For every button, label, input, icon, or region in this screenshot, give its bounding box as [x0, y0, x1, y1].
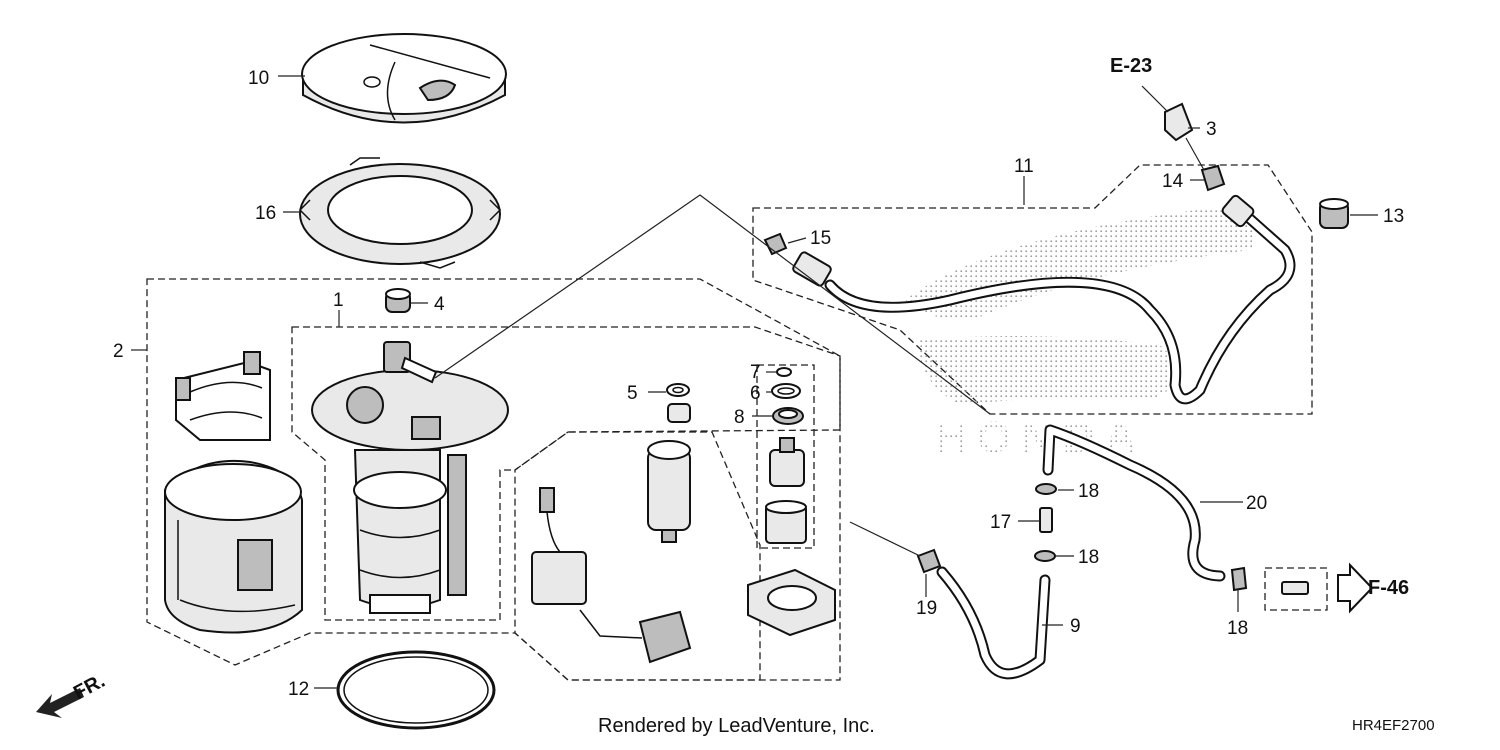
callout-1: 1 [333, 290, 344, 311]
ref-f46-label: F-46 [1368, 577, 1409, 599]
callout-20: 20 [1246, 493, 1267, 514]
group-box-pump-subassy [514, 431, 761, 681]
group-box-regulator [756, 364, 815, 549]
part-5b-collar [667, 403, 691, 423]
callout-4: 4 [434, 294, 445, 315]
part-19-clip [916, 548, 942, 574]
group-box-1 [291, 326, 841, 621]
pump-bottom-bracket [747, 568, 836, 637]
part-3-bracket [1164, 102, 1194, 142]
callout-9: 9 [1070, 616, 1081, 637]
part-13-grommet [1319, 198, 1349, 229]
callout-18-right: 18 [1227, 618, 1248, 639]
part-2-filter-housing [164, 351, 303, 634]
part-16-lock-ring [298, 157, 502, 269]
callout-18-mid: 18 [1078, 547, 1099, 568]
part-18-clip-b [1034, 550, 1056, 562]
callout-17: 17 [990, 512, 1011, 533]
part-14-clip [1200, 164, 1226, 192]
callout-19: 19 [916, 598, 937, 619]
callout-2: 2 [113, 341, 124, 362]
part-11-fuel-feed-hose [792, 194, 1296, 405]
part-12-tank-o-ring [336, 650, 496, 730]
f46-connector-box [1264, 567, 1328, 611]
part-18-clip-c [1230, 566, 1248, 592]
callout-8: 8 [734, 407, 745, 428]
ref-e23-label: E-23 [1110, 55, 1152, 77]
callout-3: 3 [1206, 119, 1217, 140]
part-10-cover-plate [301, 33, 507, 124]
part-6-o-ring [771, 383, 801, 399]
leader-lines [131, 75, 1378, 689]
part-17-joint [1039, 507, 1053, 533]
part-4-grommet [385, 288, 411, 313]
fuel-level-sender [531, 487, 692, 664]
callout-14: 14 [1162, 171, 1184, 192]
credit-text: Rendered by LeadVenture, Inc. [598, 715, 875, 737]
callout-11: 11 [1014, 156, 1034, 177]
callout-18-top: 18 [1078, 481, 1099, 502]
front-direction-arrow-icon [36, 688, 84, 718]
part-8-seal [772, 407, 804, 425]
callout-6: 6 [750, 383, 761, 404]
part-1-pump-module [311, 341, 509, 614]
regulator-holder [765, 500, 807, 544]
part-15-clip [763, 232, 788, 256]
ref-f46-arrow [1337, 562, 1374, 614]
callout-12: 12 [288, 679, 309, 700]
honda-wing-watermark: HONDA [905, 205, 1256, 462]
part-18-clip-a [1035, 483, 1057, 495]
fuel-pump-motor [647, 440, 691, 543]
callout-13: 13 [1383, 206, 1404, 227]
part-9-tube [936, 566, 1051, 680]
part-20-tube [1042, 424, 1226, 582]
part-5-o-ring [666, 383, 690, 397]
callout-16: 16 [255, 203, 276, 224]
callout-15: 15 [810, 228, 831, 249]
part-7-o-ring [776, 367, 792, 377]
callout-5: 5 [627, 383, 638, 404]
callout-10: 10 [248, 68, 269, 89]
diagram-code: HR4EF2700 [1352, 717, 1435, 734]
callout-7: 7 [750, 362, 761, 383]
pressure-regulator [769, 437, 805, 487]
